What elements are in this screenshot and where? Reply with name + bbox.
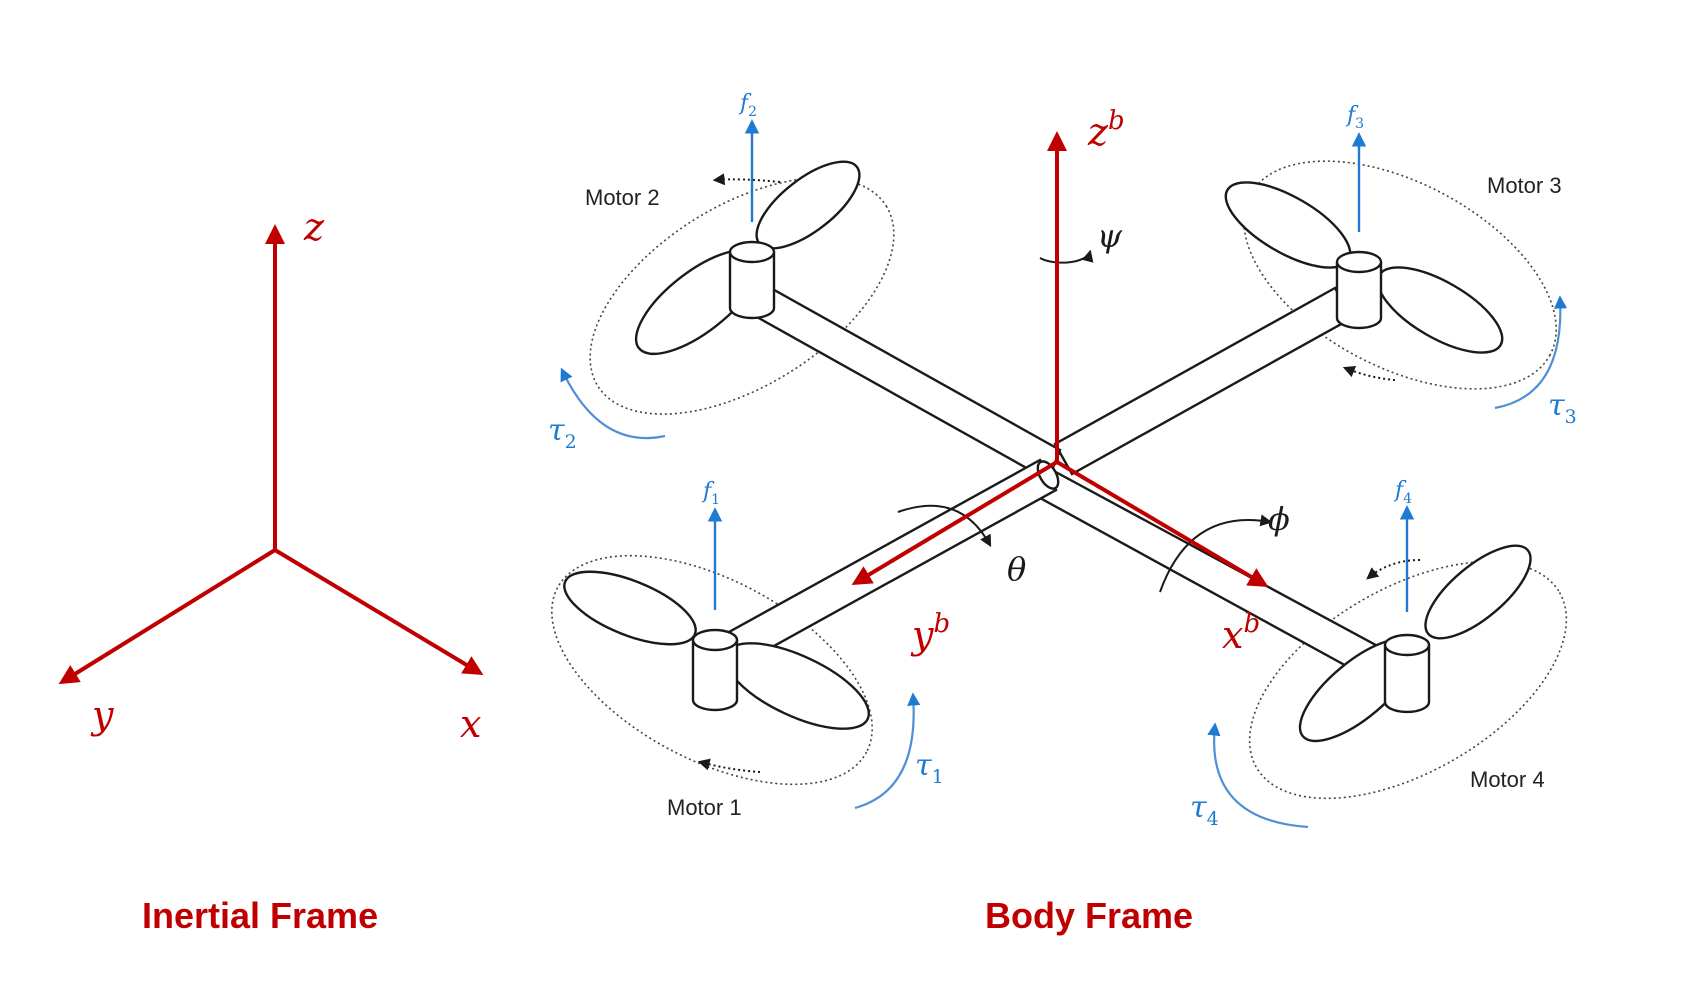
torque-label-tau1: τ1 [915,748,944,788]
torque-arc-tau4 [1207,722,1309,829]
inertial-frame: z y x Inertial Frame [58,205,484,936]
motor-2 [634,160,861,356]
torque-label-tau3: τ3 [1548,388,1577,428]
roll-label: ϕ [1268,500,1290,538]
arm-motor4 [1038,468,1387,682]
inertial-y-label: y [90,693,114,737]
motor1-label: Motor 1 [667,795,742,820]
arm-motor3 [1053,286,1354,476]
motor1-hub-top [691,628,739,652]
body-y-label: yb [910,609,950,657]
force-label-f3: f3 [1345,103,1364,132]
motor4-label: Motor 4 [1470,767,1545,792]
inertial-x-axis [273,548,484,676]
motor1-rotation-arrow [697,758,761,773]
motor4-blade-right [1424,544,1532,640]
motor-4 [1298,544,1532,743]
motor3-hub-top [1335,250,1383,274]
motor4-rotation-path [1248,560,1568,800]
motor2-hub [728,252,776,320]
force-label-f2: f2 [738,91,757,120]
motor1-blade-left [563,570,697,646]
torque-arc-tau3 [1494,295,1568,410]
body-x-axis [1055,460,1269,588]
body-z-label: zb [1087,106,1125,154]
motor-1 [563,570,871,730]
yaw-rotation-arrow [1039,249,1094,264]
roll-rotation-arrow [1159,514,1273,593]
motor3-blade-right [1376,266,1504,354]
motor1-rotation-path [551,554,873,786]
motor3-rotation-arrow [1342,365,1396,381]
inertial-z-label: z [303,205,325,249]
motor1-hub [691,640,739,712]
torque-arc-tau1 [854,692,921,810]
yaw-label: ψ [1097,217,1123,255]
motor4-rotation-arrow [1366,559,1421,580]
pitch-rotation-arrow [897,504,992,548]
force-label-f4: f4 [1393,478,1412,507]
motor-3 [1224,181,1504,354]
torque-label-tau2: τ2 [548,413,577,453]
motor2-rotation-path [589,177,895,415]
torque-label-tau4: τ4 [1190,790,1219,830]
force-label-f1: f1 [701,479,720,508]
motor2-hub-top [728,240,776,264]
motor4-hub-top [1383,633,1431,657]
inertial-y-axis [58,548,277,685]
motor4-hub [1383,645,1431,714]
motor2-rotation-arrow [712,173,781,186]
pitch-label: θ [1007,550,1026,588]
inertial-x-label: x [460,702,481,746]
motor3-hub [1335,262,1383,330]
motor1-blade-right [723,642,871,730]
body-frame-title: Body Frame [985,895,1193,936]
motor3-label: Motor 3 [1487,173,1562,198]
arm-motor2 [746,280,1062,482]
motor2-label: Motor 2 [585,185,660,210]
torque-arc-tau2 [560,367,666,440]
body-x-label: xb [1222,609,1260,657]
body-frame: zb yb xb ψ θ ϕ f2 f3 f1 f4 τ2 τ3 τ1 τ4 M… [548,91,1577,936]
body-y-axis [851,460,1059,586]
inertial-frame-title: Inertial Frame [142,895,378,936]
